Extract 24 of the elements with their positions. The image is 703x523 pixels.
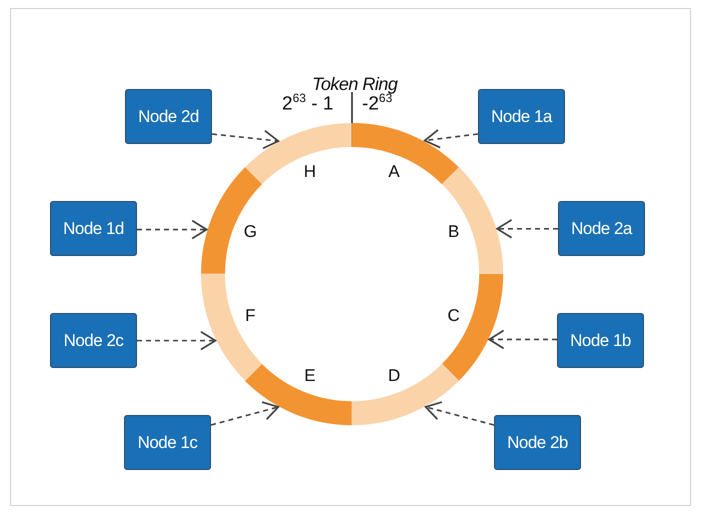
segment-label: C [446,306,461,326]
dashed-arrow [424,129,478,148]
node-box: Node 2c [50,313,137,368]
node-box: Node 1a [478,89,565,144]
dashed-arrow [496,219,558,239]
segment-label: F [244,306,257,326]
segment-label: H [302,162,318,182]
segment-label: D [386,366,402,386]
node-box: Node 2d [125,89,212,144]
node-box: Node 1b [557,313,644,368]
dashed-arrow [212,130,280,150]
segment-label: E [303,366,317,386]
dashed-arrow [137,220,208,240]
dashed-arrow [210,401,280,426]
segment-label: B [446,222,460,242]
node-box: Node 1c [124,415,211,470]
node-box: Node 2a [558,201,645,256]
segment-label: A [387,162,401,182]
node-box: Node 2b [494,415,581,470]
node-box: Node 1d [50,201,137,256]
segment-label: G [242,222,258,242]
dashed-arrow [488,330,557,350]
dashed-arrow [137,330,216,350]
dashed-arrow [424,401,494,426]
